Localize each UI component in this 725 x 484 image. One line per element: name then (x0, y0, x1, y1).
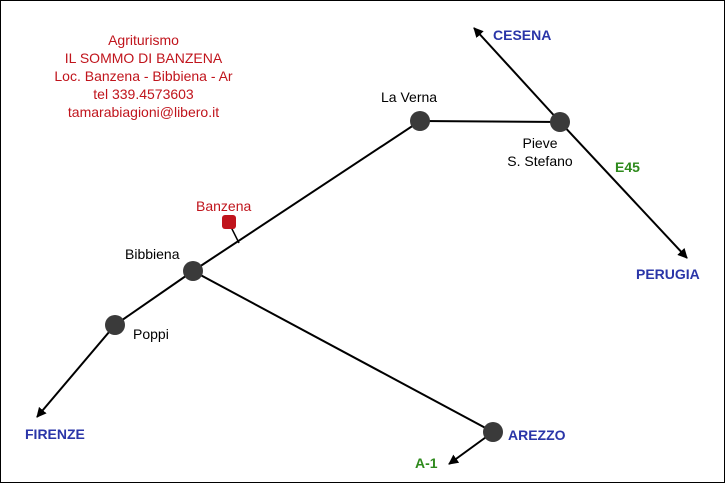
label-poppi: Poppi (133, 326, 169, 342)
info-line-name: IL SOMMO DI BANZENA (64, 50, 223, 66)
road-to-cesena (473, 27, 561, 123)
label-pieve-line1: Pieve (522, 135, 558, 151)
label-arezzo: AREZZO (508, 427, 566, 443)
road-bibbiena-arezzo (192, 270, 494, 433)
info-line-phone: tel 339.4573603 (93, 86, 194, 102)
label-a1: A-1 (415, 455, 438, 471)
label-la-verna: La Verna (381, 89, 438, 105)
node-la-verna (410, 111, 430, 131)
info-line-location: Loc. Banzena - Bibbiena - Ar (54, 68, 233, 84)
node-banzena (222, 215, 236, 229)
label-perugia: PERUGIA (636, 266, 700, 282)
info-line-type: Agriturismo (108, 32, 179, 48)
road-bibbiena-la-verna (192, 120, 421, 272)
label-pieve-line2: S. Stefano (507, 153, 573, 169)
agriturismo-info: Agriturismo IL SOMMO DI BANZENA Loc. Ban… (31, 31, 256, 121)
town-nodes (105, 111, 570, 442)
road-la-verna-pieve (419, 120, 561, 123)
label-pieve-s-stefano: Pieve S. Stefano (498, 134, 582, 170)
info-line-email: tamarabiagioni@libero.it (67, 104, 220, 120)
road-bibbiena-poppi (114, 270, 194, 326)
label-cesena: CESENA (493, 27, 552, 43)
node-poppi (105, 315, 125, 335)
road-to-firenze (36, 324, 116, 418)
node-bibbiena (183, 261, 203, 281)
label-banzena: Banzena (196, 198, 252, 214)
label-bibbiena: Bibbiena (125, 246, 180, 262)
node-pieve-s-stefano (550, 112, 570, 132)
label-e45: E45 (615, 159, 640, 175)
node-arezzo (483, 422, 503, 442)
label-firenze: FIRENZE (25, 426, 85, 442)
road-lines (36, 27, 688, 465)
road-to-perugia (559, 121, 688, 259)
